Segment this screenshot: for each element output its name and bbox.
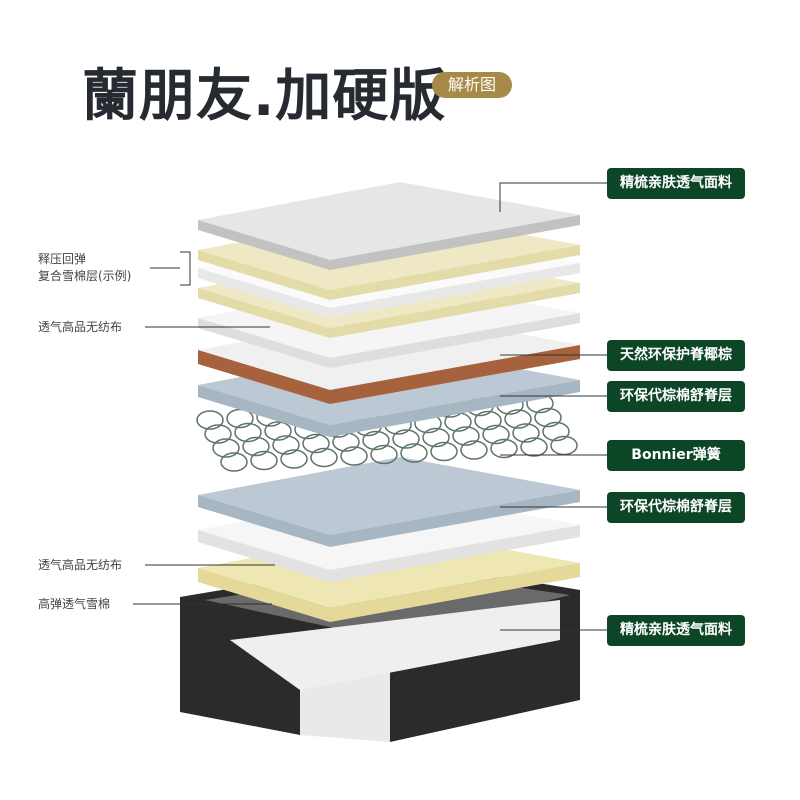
label-nonwoven-bottom: 透气高品无纺布 xyxy=(38,558,123,572)
spring-coil xyxy=(196,410,224,430)
spring-coil xyxy=(452,426,480,446)
spring-coil xyxy=(422,427,450,448)
spring-coil xyxy=(482,424,510,445)
spring-coil xyxy=(370,444,398,465)
eco-layer-top-side-right xyxy=(330,380,580,437)
spring-coil xyxy=(512,423,540,443)
base-quilt xyxy=(230,600,560,690)
foam-layer-lower-side-front xyxy=(198,288,330,338)
spring-coil xyxy=(212,438,240,458)
coconut-fiber-layer-side-front xyxy=(198,350,330,404)
nonwoven-top-layer-side-front xyxy=(198,318,330,368)
spring-coil xyxy=(272,435,300,455)
spring-coil xyxy=(234,422,262,443)
spring-coil xyxy=(242,436,270,457)
spring-coil xyxy=(460,440,488,460)
spring-coil xyxy=(490,438,518,459)
foam-dotted-layer-side-right xyxy=(330,263,580,318)
snow-foam-layer-side-front xyxy=(198,568,330,622)
foam-dotted-layer-side-front xyxy=(198,268,330,318)
quilted-cover-layer-side-right xyxy=(330,215,580,270)
spring-coil xyxy=(204,424,232,444)
label-foam-line1: 释压回弹 xyxy=(38,252,87,266)
snow-foam-layer-side-right xyxy=(330,563,580,622)
spring-coil xyxy=(430,441,458,462)
quilted-cover-layer-side-front xyxy=(198,220,330,270)
spring-coil xyxy=(310,447,338,468)
spring-coil xyxy=(400,443,428,463)
label-eco-layer-top: 环保代棕棉舒脊层 xyxy=(607,381,745,412)
spring-coil xyxy=(534,407,562,428)
label-eco-layer-bottom: 环保代棕棉舒脊层 xyxy=(607,492,745,523)
foam-layer-upper-side-right xyxy=(330,245,580,300)
spring-coil xyxy=(250,450,278,471)
label-foam-line2: 复合雪棉层(示例) xyxy=(38,269,132,283)
label-bottom-fabric: 精梳亲肤透气面料 xyxy=(607,615,745,646)
spring-coil xyxy=(264,421,292,441)
spring-coil xyxy=(392,429,420,449)
eco-layer-bottom-side-front xyxy=(198,495,330,547)
eco-layer-bottom-side-right xyxy=(330,490,580,547)
eco-layer-top-side-front xyxy=(198,385,330,437)
spring-coil xyxy=(520,437,548,457)
spring-coil xyxy=(504,409,532,429)
spring-coil xyxy=(362,430,390,451)
page-title: 蘭朋友.加硬版 xyxy=(82,64,447,129)
quilted-cover-layer-top xyxy=(198,182,580,260)
coconut-fiber-layer-side-right xyxy=(330,345,580,404)
eco-layer-bottom-top xyxy=(198,457,580,535)
label-bonnier-spring: Bonnier弹簧 xyxy=(607,440,745,471)
leader-lines xyxy=(133,182,607,631)
label-coconut-fiber: 天然环保护脊椰棕 xyxy=(607,340,745,371)
label-top-fabric: 精梳亲肤透气面料 xyxy=(607,168,745,199)
label-nonwoven-top: 透气高品无纺布 xyxy=(38,320,123,334)
spring-coil xyxy=(474,410,502,431)
label-snow-foam: 高弹透气雪棉 xyxy=(38,597,111,611)
nonwoven-bottom-layer-side-right xyxy=(330,525,580,582)
spring-coil xyxy=(280,449,308,469)
nonwoven-top-layer-side-right xyxy=(330,313,580,368)
diagram-badge: 解析图 xyxy=(432,72,512,98)
foam-layer-lower-side-right xyxy=(330,283,580,338)
spring-coil xyxy=(542,421,570,442)
spring-coil xyxy=(220,452,248,472)
nonwoven-bottom-layer-side-front xyxy=(198,530,330,582)
spring-coil xyxy=(340,446,368,466)
spring-coil xyxy=(302,433,330,454)
foam-layer-upper-side-front xyxy=(198,250,330,300)
